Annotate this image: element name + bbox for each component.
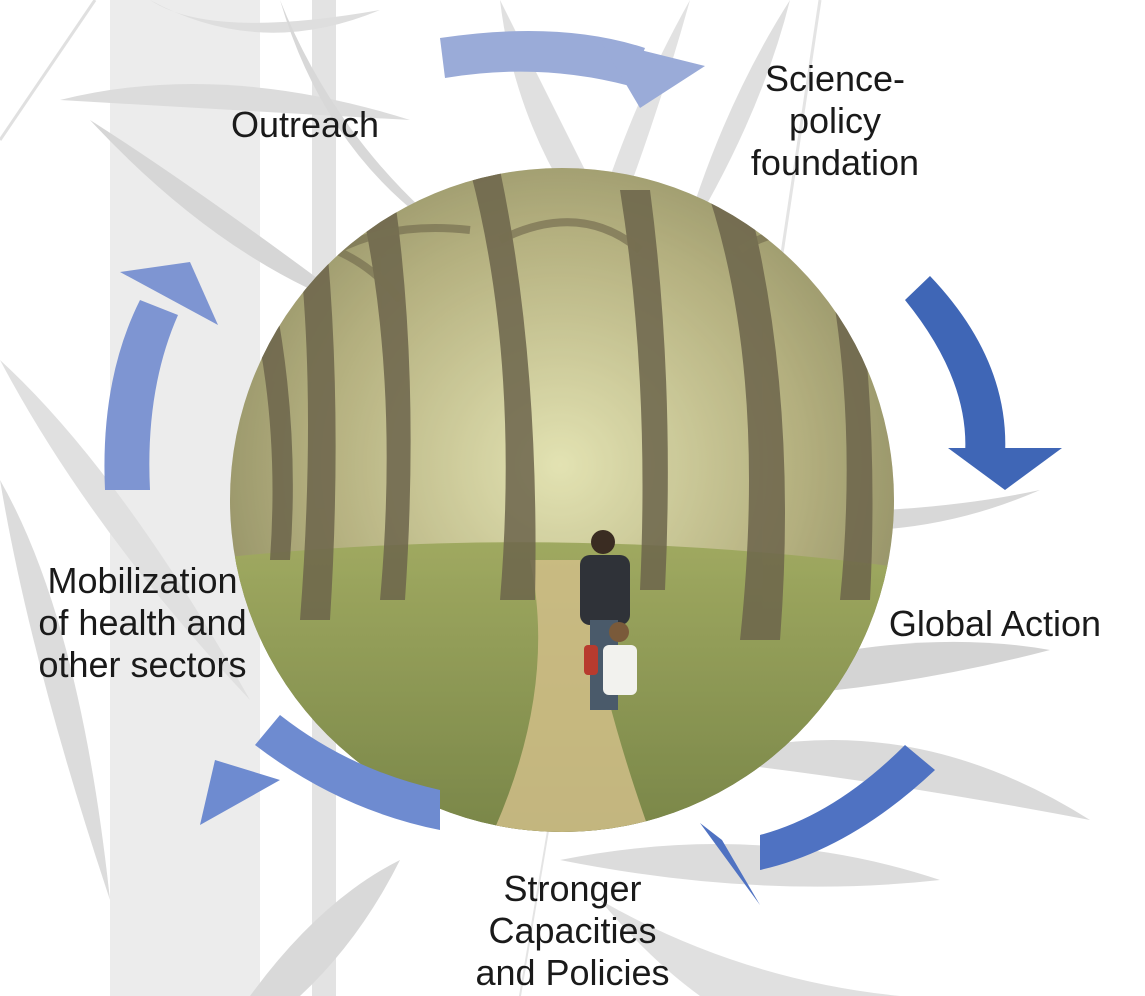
- bamboo-leaf: [250, 860, 400, 996]
- step-label-stronger-capacities: Stronger Capacities and Policies: [475, 868, 670, 993]
- bamboo-leaf: [0, 480, 110, 900]
- step-label-mobilization: Mobilization of health and other sectors: [38, 560, 247, 685]
- arrow-outreach-to-science: [440, 30, 645, 87]
- step-label-outreach: Outreach: [230, 104, 380, 145]
- arrow-mobilization-to-outreach: [104, 300, 178, 490]
- bamboo-leaf: [150, 0, 380, 33]
- bamboo-leaf: [60, 84, 410, 120]
- arrow-outreach-to-science-head: [600, 40, 705, 108]
- arrow-stronger-to-mobilization-head: [200, 760, 280, 825]
- walking-figures: [580, 530, 637, 710]
- arrow-global-to-stronger: [760, 745, 935, 870]
- bamboo-leaf: [600, 900, 900, 996]
- bamboo-leaf: [0, 360, 250, 700]
- arrow-science-to-global: [905, 276, 1006, 455]
- bamboo-leaf: [90, 120, 360, 310]
- arrow-science-to-global-head: [948, 448, 1062, 490]
- arrow-mobilization-to-outreach-head: [120, 262, 218, 325]
- arrow-stronger-to-mobilization: [255, 715, 440, 830]
- bamboo-leaf: [560, 844, 940, 887]
- bamboo-stalk-line: [0, 0, 97, 141]
- step-label-science-policy-foundation: Science- policy foundation: [750, 58, 920, 183]
- step-label-global-action: Global Action: [888, 603, 1102, 644]
- arrow-global-to-stronger-head: [700, 823, 760, 905]
- bamboo-leaf: [680, 0, 790, 250]
